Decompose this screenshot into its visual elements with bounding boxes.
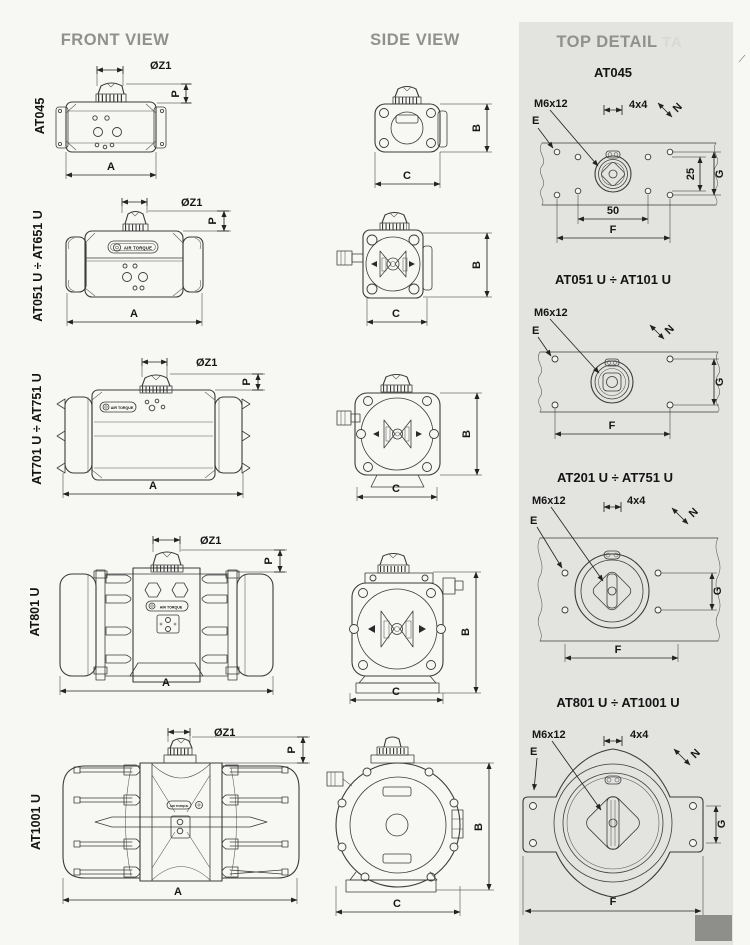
top-detail-at051: AT051 U ÷ AT101 U M6x12 E N G F	[532, 272, 726, 439]
scan-corner-block	[695, 915, 732, 941]
dim-a-label: A	[149, 480, 157, 492]
dim-e-label: E	[530, 515, 537, 527]
dim-50-label: 50	[607, 205, 619, 217]
dim-p-label: P	[207, 217, 219, 224]
dim-b-label: B	[471, 124, 483, 132]
top-detail-title: AT801 U ÷ AT1001 U	[556, 695, 679, 710]
dim-f-label: F	[610, 224, 617, 236]
dim-p-label: P	[170, 90, 182, 97]
model-label-at051: AT051 U ÷ AT651 U	[31, 210, 45, 322]
model-label-at801: AT801 U	[28, 587, 42, 636]
dim-a-label: A	[174, 886, 182, 898]
dim-z1-label: ØZ1	[196, 357, 217, 369]
front-view-at045: ØZ1 P A	[55, 60, 192, 179]
model-label-at045: AT045	[33, 98, 47, 135]
brand-badge-text: AIR TORQUE	[111, 406, 134, 410]
dim-g-label: G	[714, 170, 726, 179]
front-view-at051: ØZ1 AIR TORQUE P A	[65, 197, 231, 326]
dim-f-label: F	[610, 896, 617, 908]
dim-f-label: F	[615, 644, 622, 656]
dim-m6x12-label: M6x12	[532, 729, 566, 741]
top-detail-title: AT201 U ÷ AT751 U	[557, 470, 673, 485]
dim-a-label: A	[107, 161, 115, 173]
dim-e-label: E	[532, 115, 539, 127]
dim-g-label: G	[712, 587, 724, 596]
dim-c-label: C	[403, 170, 411, 182]
dim-c-label: C	[392, 308, 400, 320]
scan-artifact	[738, 54, 746, 63]
dim-e-label: E	[530, 746, 537, 758]
front-view-header: FRONT VIEW	[61, 31, 170, 49]
dim-a-label: A	[162, 677, 170, 689]
front-view-at1001: ØZ1 AIR TORQUE P A	[62, 727, 310, 904]
watermark-text: TA	[662, 34, 683, 51]
top-detail-panel	[519, 22, 733, 945]
dim-b-label: B	[460, 628, 472, 636]
dim-4x4-label: 4x4	[629, 99, 648, 111]
side-view-at1001: B C	[326, 736, 494, 916]
top-detail-at201: AT201 U ÷ AT751 U M6x12 4x4 E N G F	[530, 470, 724, 662]
brand-badge-text: AIR TORQUE	[124, 245, 152, 250]
top-detail-title: AT051 U ÷ AT101 U	[555, 272, 671, 287]
dim-p-label: P	[241, 378, 253, 385]
dim-e-label: E	[532, 325, 539, 337]
front-view-at701: ØZ1 AIR TORQUE P A	[56, 357, 265, 498]
dim-m6x12-label: M6x12	[534, 98, 568, 110]
dim-g-label: G	[716, 820, 728, 829]
top-detail-at045: AT045 M6x12 4x4 E N 25 G 50 F	[532, 65, 726, 243]
front-view-at801: ØZ1 AIR TORQUE P A	[59, 535, 287, 695]
side-view-header: SIDE VIEW	[370, 31, 460, 49]
top-detail-at801: AT801 U ÷ AT1001 U M6x12 4x4 E N G F	[522, 695, 728, 915]
model-label-at701: AT701 U ÷ AT751 U	[30, 373, 44, 485]
side-view-at801: B C	[349, 552, 481, 704]
dim-a-label: A	[130, 308, 138, 320]
dim-4x4-label: 4x4	[627, 495, 646, 507]
dim-p-label: P	[263, 557, 275, 564]
top-detail-title: AT045	[594, 65, 632, 80]
dim-m6x12-label: M6x12	[534, 307, 568, 319]
dim-m6x12-label: M6x12	[532, 495, 566, 507]
dim-b-label: B	[473, 823, 485, 831]
dim-b-label: B	[471, 261, 483, 269]
dim-z1-label: ØZ1	[200, 535, 221, 547]
dim-z1-label: ØZ1	[150, 60, 171, 72]
dim-4x4-label: 4x4	[630, 729, 649, 741]
side-view-at701: B C	[336, 373, 482, 501]
dim-c-label: C	[393, 898, 401, 910]
side-view-at051: B C	[336, 211, 492, 326]
dim-b-label: B	[461, 430, 473, 438]
side-view-at045: B C	[374, 85, 492, 188]
brand-badge-text: AIR TORQUE	[170, 804, 189, 808]
dim-z1-label: ØZ1	[214, 727, 235, 739]
dim-f-label: F	[609, 420, 616, 432]
brand-badge-text: AIR TORQUE	[160, 605, 183, 609]
dim-p-label: P	[286, 746, 298, 753]
dim-25-label: 25	[685, 168, 697, 180]
model-label-at1001: AT1001 U	[29, 794, 43, 850]
dim-c-label: C	[392, 686, 400, 698]
top-detail-header: TOP DETAIL	[556, 33, 657, 51]
dim-g-label: G	[714, 378, 726, 387]
dim-c-label: C	[392, 483, 400, 495]
dim-z1-label: ØZ1	[181, 197, 202, 209]
